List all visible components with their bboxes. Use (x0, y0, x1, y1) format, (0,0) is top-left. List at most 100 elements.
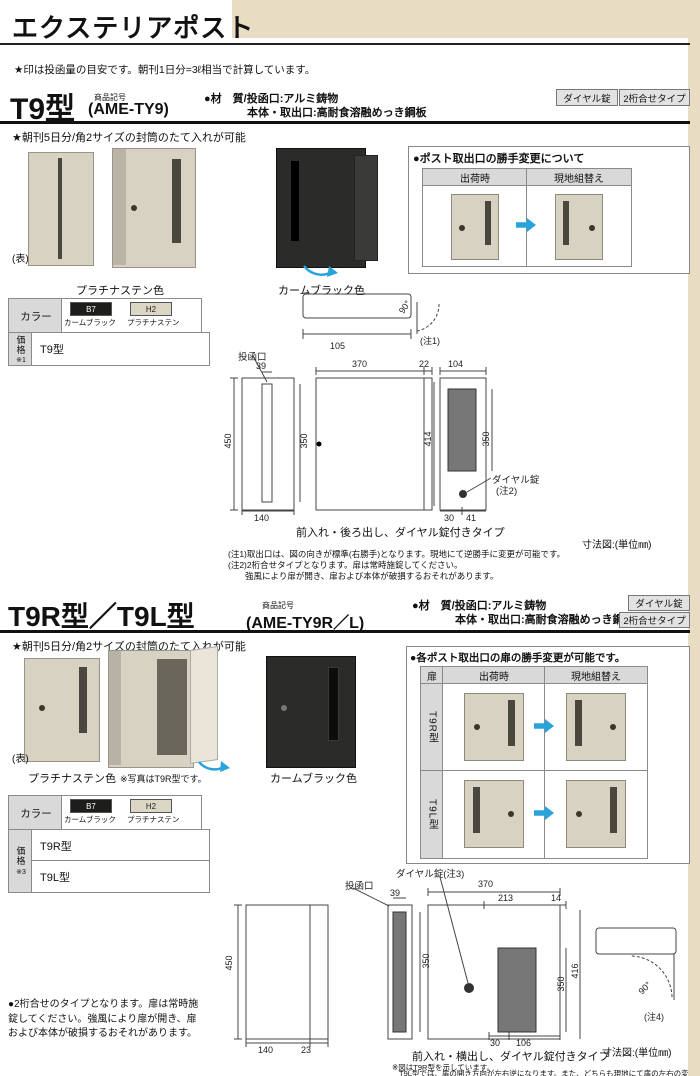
s1-panel-mailbox-onsite (555, 194, 603, 260)
dial-knob (589, 225, 595, 231)
s2-panel-mailbox-t9r-onsite (566, 693, 626, 761)
mail-window (485, 201, 491, 245)
s2-photo-angled-open-platinum (108, 650, 194, 768)
s2-drawing-unit: 寸法図:(単位㎜) (602, 1048, 672, 1059)
s1-dimension-drawing (230, 293, 493, 515)
s2-dial-lock-label: ダイヤル錠(注3) (396, 869, 465, 880)
s2-material-line2: 本体・取出口:高耐食溶融めっき鋼板 (455, 614, 635, 626)
s2-product-code: (AME-TY9R／L) (246, 615, 365, 632)
right-edge-band (688, 0, 700, 1076)
s2-slot-label: 投函口 (345, 881, 374, 892)
dial-knob (131, 205, 137, 211)
s1-material-line2: 本体・取出口:高耐食溶融めっき鋼板 (247, 107, 427, 119)
s2-badge-dial-lock: ダイヤル錠 (628, 595, 690, 611)
s1-dim-350-front: 350 (299, 433, 309, 449)
s1-dim-104: 104 (448, 359, 464, 369)
door-swing-arrow-icon (303, 265, 338, 277)
mail-window (328, 667, 339, 741)
s1-dim-370: 370 (352, 359, 368, 369)
s2-note-right-1: ※図はT9R型を示しています。 (392, 1063, 494, 1072)
s1-badge-dial-lock: ダイヤル錠 (556, 89, 618, 106)
title-rule (0, 43, 690, 45)
s2-front-view (427, 876, 581, 1040)
s2-note-left: ●2桁合せのタイプとなります。扉は常時施錠してください。強風により扉が開き、扉お… (8, 999, 199, 1039)
s2-dim-450: 450 (224, 955, 234, 971)
s2-open-door-panel (190, 646, 218, 764)
mail-window (473, 787, 480, 833)
s1-panel-mailbox-shipping (451, 194, 499, 260)
s1-note-line2: (注2)2桁合せタイプとなります。扉は常時施錠してください。 (228, 560, 463, 570)
side-shading (109, 651, 121, 765)
price-label: 価格 (15, 334, 26, 355)
s1-drawing-unit: 寸法図:(単位㎜) (582, 540, 652, 551)
mail-window (575, 700, 582, 746)
s2-price-header: 価格 ※3 (8, 829, 34, 893)
s1-dim-39: 39 (256, 361, 267, 371)
s1-price-row-t9: T9型 (31, 332, 210, 366)
s2-dim-350-slot: 350 (421, 953, 431, 969)
s1-caption-platinum: プラチナステン色 (76, 285, 164, 297)
s2-front-side-label: (表) (12, 754, 29, 765)
s1-photo-black-open (276, 148, 378, 268)
s1-dim-22: 22 (419, 359, 430, 369)
mail-slot (58, 158, 62, 259)
s1-slot-label: 投函口 (238, 352, 267, 363)
s1-dim-414: 414 (423, 431, 433, 447)
s2-dim-370: 370 (478, 879, 494, 889)
s2-slot-strip-view (352, 887, 421, 1040)
mail-window (291, 161, 299, 241)
s1-photo-angled-platinum (112, 148, 196, 268)
s2-dim-416: 416 (570, 963, 580, 979)
s1-dim-450: 450 (223, 433, 233, 449)
s1-price-header: 価格 ※1 (8, 332, 34, 366)
s1-front-side-label: (表) (12, 254, 29, 265)
page-note: ★印は投函量の目安です。朝刊1日分=3ℓ相当で計算しています。 (14, 64, 316, 76)
s2-product-code-label: 商品記号 (262, 601, 294, 610)
s1-section-rule (0, 121, 690, 124)
s2-model-title: T9R型／T9L型 (8, 601, 195, 632)
s2-price-row-t9l: T9L型 (31, 860, 210, 893)
s1-dim-105: 105 (330, 341, 346, 351)
s1-door-view (433, 367, 493, 515)
s2-note-right-2: T9L型では、扉の開き方向が左右逆になります。また、どちらも現地にて扉の左右の変… (399, 1069, 689, 1076)
s2-dim-30: 30 (490, 1038, 501, 1048)
s1-badge-two-digit: 2桁合せタイプ (619, 89, 690, 106)
s1-model-title: T9型 (10, 93, 76, 126)
model-name: T9R型 (40, 840, 72, 853)
dial-knob (459, 225, 465, 231)
s2-photo-note: ※写真はT9R型です。 (120, 774, 207, 784)
s2-dim-140: 140 (258, 1045, 274, 1055)
s1-panel-title: ●ポスト取出口の勝手変更について (413, 153, 585, 165)
open-door-panel (354, 155, 378, 261)
s1-material-line1: ●材 質/投函口:アルミ鋳物 (204, 93, 339, 105)
s2-chip-h2-name: プラチナステン (127, 815, 180, 824)
price-label: 価格 (15, 846, 26, 866)
row-label: T9R型 (426, 711, 438, 744)
dial-knob (474, 724, 480, 730)
s2-caption-platinum: プラチナステン色 (28, 773, 116, 785)
s2-panel-title: ●各ポスト取出口の扉の勝手変更が可能です。 (410, 652, 626, 664)
row-label: T9L型 (426, 798, 438, 831)
s2-drawing-caption: 前入れ・横出し、ダイヤル錠付きタイプ (412, 1051, 610, 1063)
s1-chip-b7: B7 (70, 302, 112, 316)
s1-dim-30: 30 (444, 513, 455, 523)
s2-panel-mailbox-t9r-shipping (464, 693, 524, 761)
s2-dim-106: 106 (516, 1038, 532, 1048)
s2-caption-black: カームブラック色 (270, 773, 358, 785)
side-shading (113, 149, 126, 265)
s2-chip-h2: H2 (130, 799, 172, 813)
mail-window (610, 787, 617, 833)
s2-color-header: カラー (8, 795, 64, 831)
s2-side-body-view (234, 904, 329, 1047)
s2-section-rule (0, 630, 690, 633)
s2-panel-row-label-t9l: T9L型 (420, 770, 444, 859)
s1-dim-140: 140 (254, 513, 270, 523)
s1-top-profile-view (302, 293, 440, 339)
s1-chip-b7-name: カームブラック (64, 318, 116, 327)
s2-panel-row-label-t9r: T9R型 (420, 683, 444, 772)
s2-badge-two-digit: 2桁合せタイプ (619, 612, 690, 628)
s1-note-line1: (注1)取出口は、図の向きが標準(右勝手)となります。現地にて逆勝手に変更が可能… (228, 549, 566, 559)
s1-dial-lock-label: ダイヤル錠 (492, 475, 540, 486)
dial-knob (610, 724, 616, 730)
